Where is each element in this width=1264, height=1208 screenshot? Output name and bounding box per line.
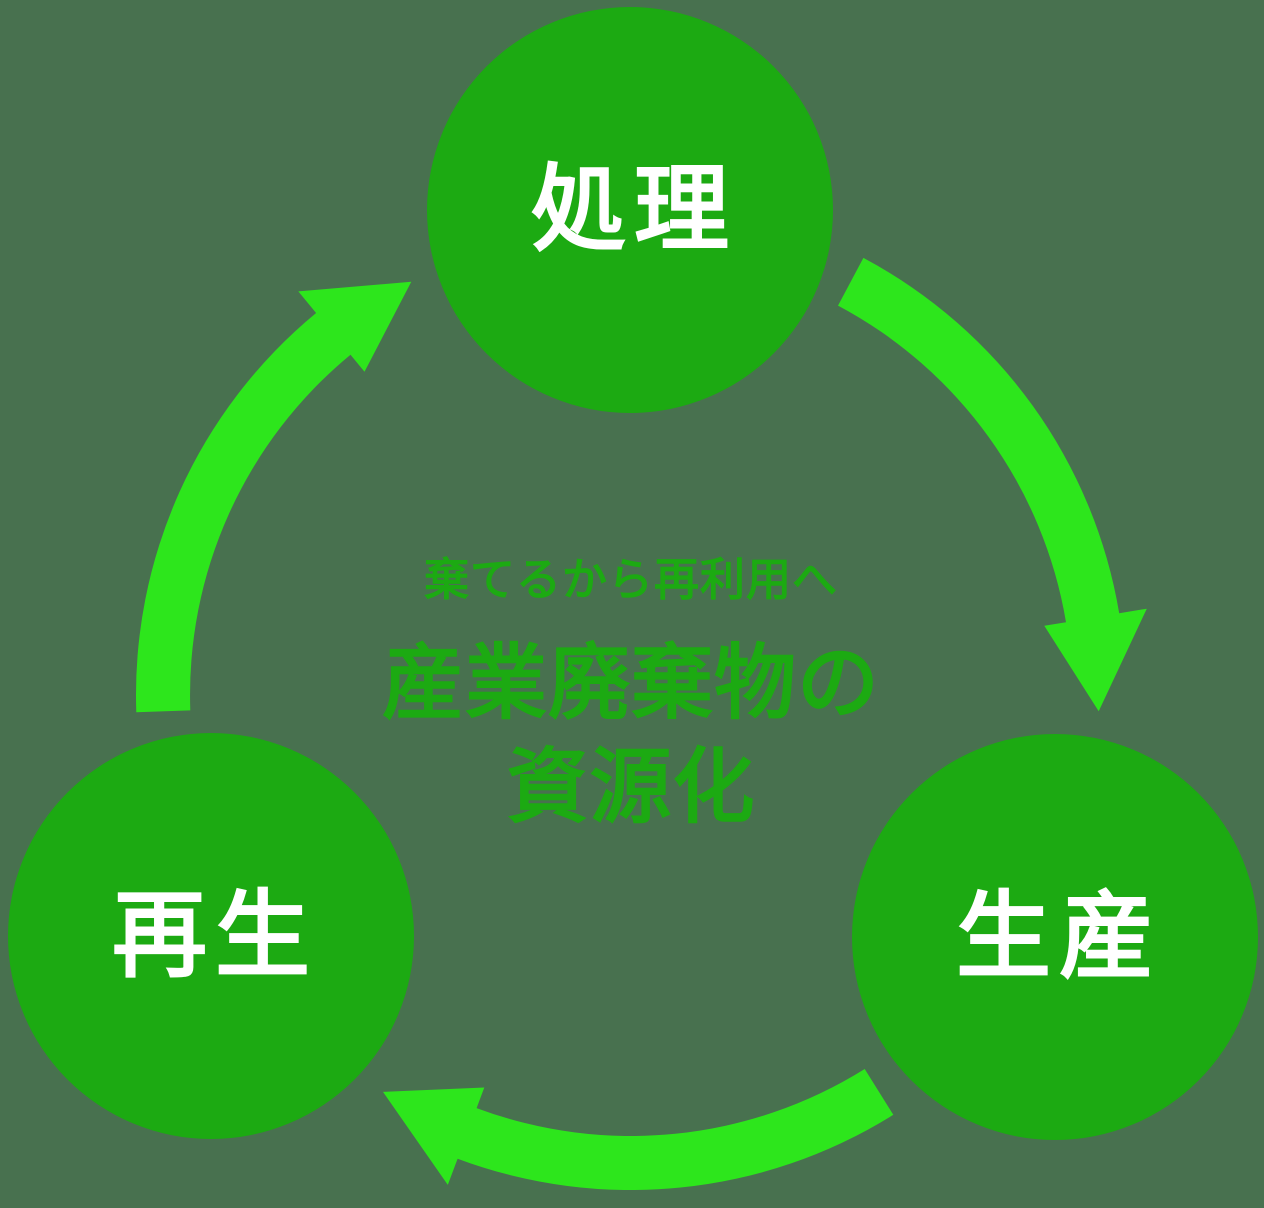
node-recycling-label: 再生 [111,882,318,989]
node-production: 生産 [852,734,1258,1140]
arrow-processing-to-production-icon [838,257,1147,712]
node-recycling: 再生 [8,733,414,1139]
node-processing: 処理 [427,7,833,413]
center-caption: 棄てるから再利用へ [423,554,838,605]
center-title-line-1: 産業廃棄物の [381,638,880,729]
center-title: 産業廃棄物の 資源化 [281,632,981,840]
arrow-recycling-to-processing-icon [135,281,412,713]
center-text-group: 棄てるから再利用へ 産業廃棄物の 資源化 [281,556,981,840]
arrow-production-to-recycling-icon [383,1069,894,1191]
node-production-label: 生産 [955,883,1162,990]
node-processing-label: 処理 [530,156,737,263]
center-title-line-2: 資源化 [506,742,756,833]
